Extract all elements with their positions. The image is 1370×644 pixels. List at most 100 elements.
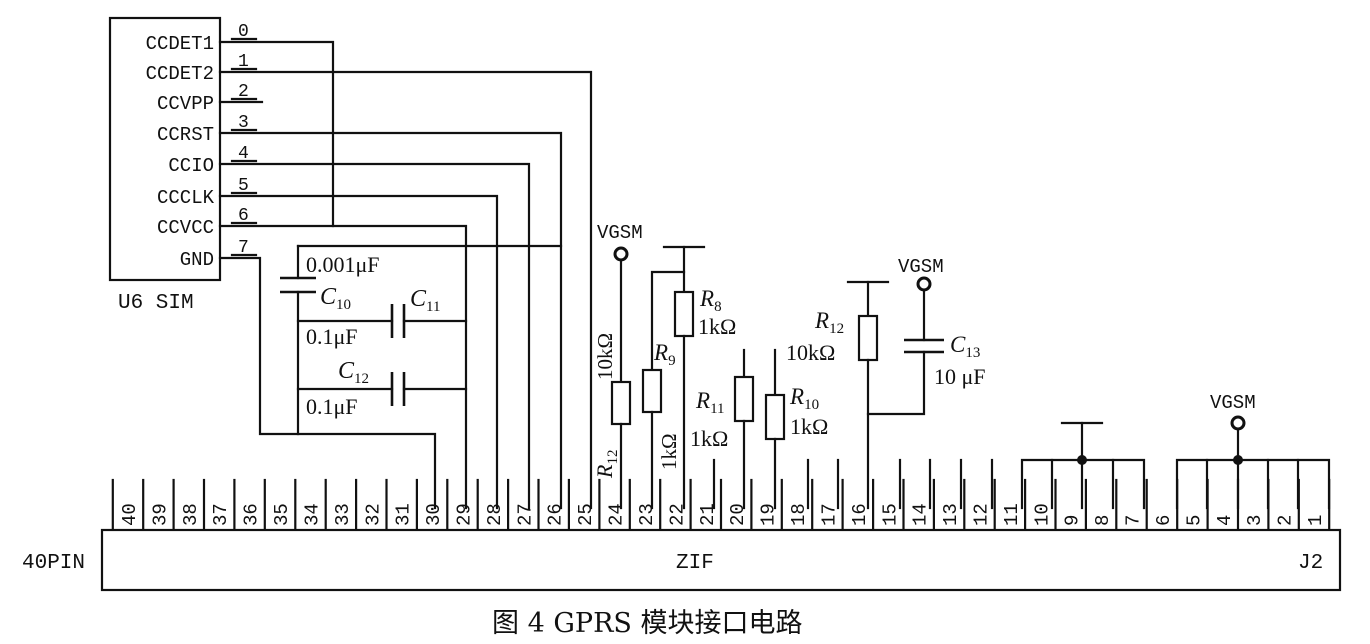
c12-value: 0.1μF <box>306 394 358 419</box>
connector-pin-10: 10 <box>1031 503 1053 526</box>
r10-label: R10 <box>789 384 819 413</box>
sim-signal-ccvcc: CCVCC <box>157 217 214 239</box>
connector-pin-4: 4 <box>1214 515 1236 526</box>
c13-value: 10 μF <box>934 364 986 389</box>
sim-pin-number: 4 <box>238 144 249 164</box>
sim-pin-number: 0 <box>238 22 249 42</box>
sim-pin-number: 5 <box>238 176 249 196</box>
wire-gnd <box>218 256 437 510</box>
c10-label: C10 <box>320 284 351 313</box>
connector-pin-39: 39 <box>149 503 171 526</box>
connector-pin-5: 5 <box>1183 515 1205 526</box>
zif-connector-body <box>100 528 1342 592</box>
r12a-value: 10kΩ <box>593 333 617 380</box>
connector-pin-24: 24 <box>606 503 628 526</box>
r12b-c13-network <box>846 276 944 510</box>
connector-pin-13: 13 <box>940 503 962 526</box>
connector-pin-14: 14 <box>910 503 932 526</box>
r10-value: 1kΩ <box>790 414 828 439</box>
connector-pin-12: 12 <box>971 503 993 526</box>
capacitor-c12 <box>296 372 468 406</box>
wire-ccrst <box>218 131 563 510</box>
sim-signal-ccclk: CCCLK <box>157 187 215 209</box>
connector-pin-23: 23 <box>636 503 658 526</box>
r11-label: R11 <box>695 388 725 417</box>
capacitor-c11 <box>296 304 468 338</box>
connector-pin-32: 32 <box>362 503 384 526</box>
c10-value: 0.001μF <box>306 252 380 277</box>
r12a-label: R12 <box>592 450 621 479</box>
connector-pin-26: 26 <box>545 503 567 526</box>
connector-pin-28: 28 <box>484 503 506 526</box>
connector-pin-leads <box>111 478 1331 532</box>
resistor-r12a <box>610 380 632 510</box>
connector-pin-9: 9 <box>1062 515 1084 526</box>
connector-pin-6: 6 <box>1153 515 1175 526</box>
sim-signal-ccdet2: CCDET2 <box>146 63 214 85</box>
sim-label: U6 SIM <box>118 292 194 315</box>
wire-ccvcc <box>218 224 468 510</box>
c12-label: C12 <box>338 358 369 387</box>
r9-value: 1kΩ <box>657 433 681 470</box>
c11-label: C11 <box>410 286 440 315</box>
connector-pin-31: 31 <box>393 503 415 526</box>
r8-label: R8 <box>699 286 722 315</box>
connector-left-label: 40PIN <box>22 552 85 575</box>
vgsm-label-3: VGSM <box>1210 392 1256 414</box>
sim-pin-number: 3 <box>238 113 249 133</box>
connector-pin-35: 35 <box>271 503 293 526</box>
connector-pin-1: 1 <box>1305 515 1327 526</box>
connector-pin-25: 25 <box>575 503 597 526</box>
sim-pin-number: 2 <box>238 82 249 102</box>
connector-pin-11: 11 <box>1001 503 1023 526</box>
connector-pin-20: 20 <box>727 503 749 526</box>
connector-pin-2: 2 <box>1275 515 1297 526</box>
sim-signal-ccdet1: CCDET1 <box>146 33 214 55</box>
connector-pin-34: 34 <box>302 503 324 526</box>
r12b-label: R12 <box>814 308 844 337</box>
r8-value: 1kΩ <box>698 314 736 339</box>
connector-pin-17: 17 <box>818 503 840 526</box>
wire-ccio <box>218 162 531 510</box>
sim-wiring <box>218 40 593 510</box>
vgsm-label-2: VGSM <box>898 256 944 278</box>
c13-label: C13 <box>950 332 980 361</box>
figure-caption: 图 4 GPRS 模块接口电路 <box>492 608 803 639</box>
sim-pin-number: 1 <box>238 52 249 72</box>
vgsm-bus-pins-5-1 <box>1175 415 1331 510</box>
r9-label: R9 <box>653 340 676 369</box>
connector-pin-15: 15 <box>879 503 901 526</box>
connector-pin-16: 16 <box>849 503 871 526</box>
wire-ccclk <box>218 194 499 510</box>
wire-ccdet2 <box>218 70 593 510</box>
connector-pin-37: 37 <box>210 503 232 526</box>
sim-block <box>108 16 222 282</box>
connector-pin-36: 36 <box>241 503 263 526</box>
connector-pin-22: 22 <box>666 503 688 526</box>
connector-pin-18: 18 <box>788 503 810 526</box>
connector-pin-21: 21 <box>697 503 719 526</box>
connector-pin-27: 27 <box>514 503 536 526</box>
sim-signal-gnd: GND <box>180 249 214 271</box>
connector-pin-38: 38 <box>180 503 202 526</box>
connector-pin-29: 29 <box>454 503 476 526</box>
r8-r9-network <box>641 245 706 510</box>
sim-signal-ccrst: CCRST <box>157 124 214 146</box>
r12b-value: 10kΩ <box>786 340 835 365</box>
connector-pin-40: 40 <box>119 503 141 526</box>
vgsm-terminal-1 <box>613 246 629 384</box>
sim-signal-ccvpp: CCVPP <box>157 93 214 115</box>
resistor-r10 <box>764 348 786 510</box>
connector-right-label: J2 <box>1298 552 1323 575</box>
connector-pin-8: 8 <box>1092 515 1114 526</box>
capacitor-c10 <box>280 244 316 436</box>
r11-value: 1kΩ <box>690 426 728 451</box>
connector-pin-33: 33 <box>332 503 354 526</box>
sim-signal-ccio: CCIO <box>168 155 214 177</box>
connector-pin-3: 3 <box>1244 515 1266 526</box>
connector-pin-19: 19 <box>758 503 780 526</box>
